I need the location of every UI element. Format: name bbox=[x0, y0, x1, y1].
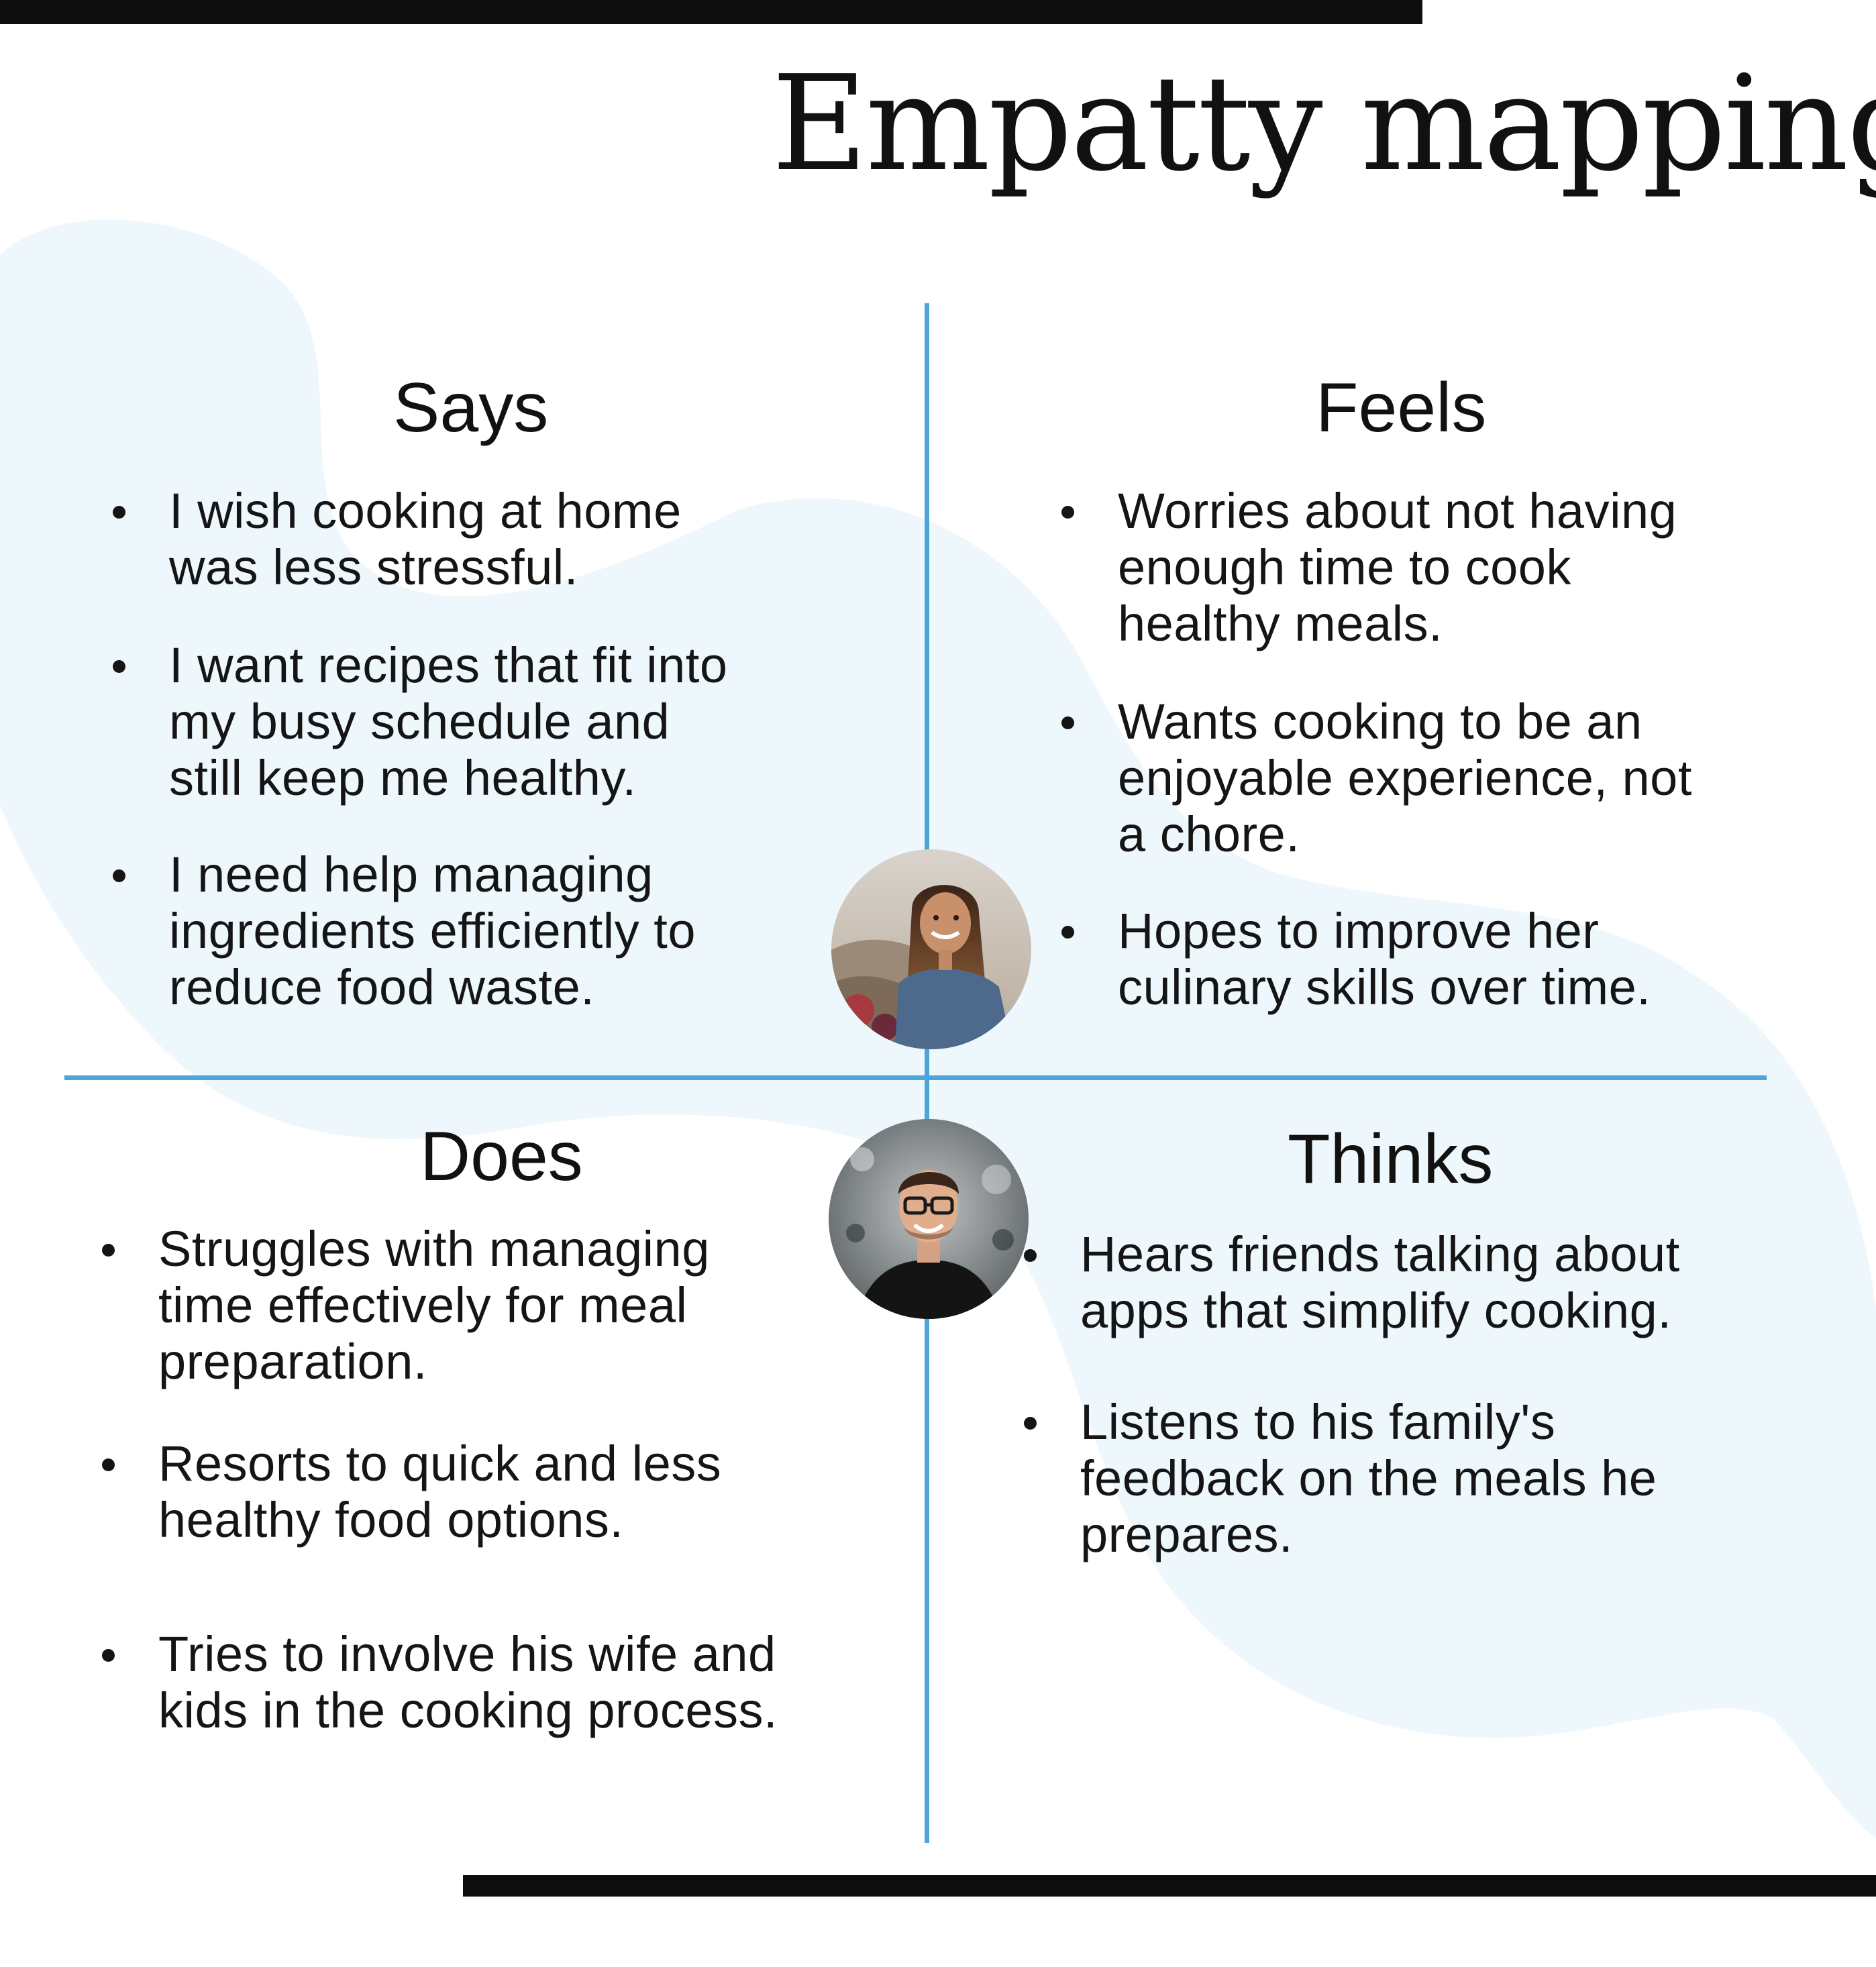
list-item-line: healthy meals. bbox=[1118, 596, 1443, 651]
list-item: Struggles with managing time effectively… bbox=[102, 1221, 710, 1390]
list-item-line: I wish cooking at home bbox=[169, 483, 682, 539]
list-item-line: still keep me healthy. bbox=[169, 750, 637, 806]
list-item: Hopes to improve her culinary skills ove… bbox=[1061, 903, 1651, 1016]
list-item-line: Hopes to improve her bbox=[1118, 903, 1600, 959]
list-item: I want recipes that fit into my busy sch… bbox=[113, 637, 728, 806]
list-item-line: preparation. bbox=[158, 1334, 427, 1389]
list-item: Wants cooking to be an enjoyable experie… bbox=[1061, 694, 1692, 863]
quadrant-title-feels: Feels bbox=[1316, 369, 1487, 447]
list-item-line: I need help managing bbox=[169, 847, 654, 902]
list-item-line: kids in the cooking process. bbox=[158, 1683, 778, 1738]
list-item-line: enough time to cook bbox=[1118, 539, 1571, 595]
list-item-line: Resorts to quick and less bbox=[158, 1436, 722, 1491]
list-item-line: Tries to involve his wife and bbox=[158, 1626, 776, 1682]
avatar-man bbox=[829, 1119, 1029, 1319]
avatar-woman bbox=[831, 849, 1031, 1049]
list-item-line: Listens to his family's bbox=[1080, 1394, 1556, 1450]
list-item-line: a chore. bbox=[1118, 806, 1300, 862]
list-item: I wish cooking at home was less stressfu… bbox=[113, 483, 682, 596]
list-item: Listens to his family's feedback on the … bbox=[1024, 1394, 1657, 1563]
top-decorative-bar bbox=[0, 0, 1422, 24]
quadrant-title-says: Says bbox=[393, 369, 549, 447]
list-item-line: time effectively for meal bbox=[158, 1277, 688, 1333]
quadrant-title-thinks: Thinks bbox=[1288, 1120, 1494, 1198]
list-item-line: I want recipes that fit into bbox=[169, 637, 728, 693]
woman-portrait-photo bbox=[831, 849, 1031, 1049]
list-item-line: my busy schedule and bbox=[169, 694, 670, 749]
list-item-line: enjoyable experience, not bbox=[1118, 750, 1692, 806]
list-item-line: apps that simplify cooking. bbox=[1080, 1283, 1672, 1338]
horizontal-axis-line bbox=[64, 1075, 1767, 1080]
list-item-line: ingredients efficiently to bbox=[169, 903, 696, 959]
vertical-axis-line bbox=[925, 303, 929, 1843]
list-item: Resorts to quick and less healthy food o… bbox=[102, 1436, 721, 1548]
page-title: Empatty mapping bbox=[772, 48, 1876, 201]
list-item-line: healthy food options. bbox=[158, 1492, 624, 1548]
list-item: Worries about not having enough time to … bbox=[1061, 483, 1677, 652]
list-item: Tries to involve his wife and kids in th… bbox=[102, 1626, 778, 1739]
list-item: Hears friends talking about apps that si… bbox=[1024, 1226, 1680, 1339]
list-item-line: feedback on the meals he bbox=[1080, 1450, 1657, 1506]
list-item: I need help managing ingredients efficie… bbox=[113, 847, 696, 1016]
list-item-line: reduce food waste. bbox=[169, 959, 595, 1015]
list-item-line: was less stressful. bbox=[169, 539, 578, 595]
list-item-line: culinary skills over time. bbox=[1118, 959, 1651, 1015]
list-item-line: Hears friends talking about bbox=[1080, 1226, 1680, 1282]
list-item-line: Worries about not having bbox=[1118, 483, 1677, 539]
list-item-line: Struggles with managing bbox=[158, 1221, 710, 1277]
quadrant-title-does: Does bbox=[420, 1118, 583, 1195]
man-portrait-photo bbox=[829, 1119, 1029, 1319]
bottom-decorative-bar bbox=[463, 1875, 1876, 1897]
list-item-line: Wants cooking to be an bbox=[1118, 694, 1643, 749]
list-item-line: prepares. bbox=[1080, 1507, 1294, 1562]
